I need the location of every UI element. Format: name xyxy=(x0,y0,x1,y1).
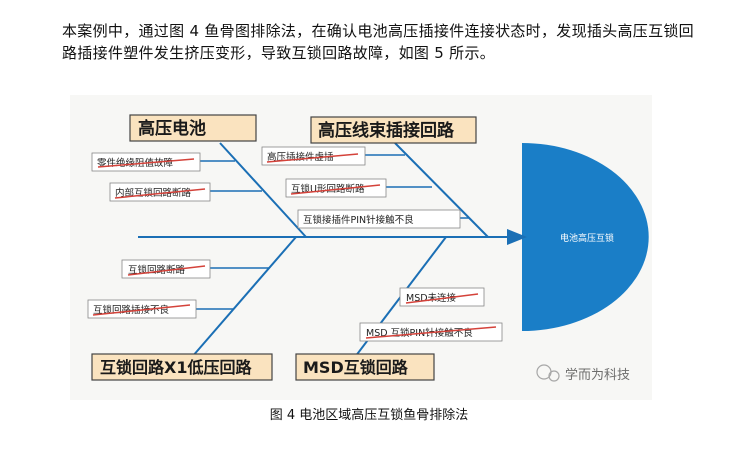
svg-text:高压线束插接回路: 高压线束插接回路 xyxy=(318,120,455,141)
cause-br-1: MSD未连接 xyxy=(399,287,485,307)
body-paragraph: 本案例中，通过图 4 鱼骨图排除法，在确认电池高压插接件连接状态时，发现插头高压… xyxy=(62,22,694,62)
cause-tl-2: 内部互锁回路断路 xyxy=(109,182,211,202)
category-bottom-left: 互锁回路X1低压回路 xyxy=(91,353,273,381)
cause-tr-1: 高压插接件虚插 xyxy=(261,146,366,166)
svg-text:MSD互锁回路: MSD互锁回路 xyxy=(303,358,409,377)
svg-text:学而为科技: 学而为科技 xyxy=(565,367,630,383)
svg-text:互锁回路X1低压回路: 互锁回路X1低压回路 xyxy=(100,358,252,377)
cause-bl-1: 互锁回路断路 xyxy=(121,259,211,279)
category-top-right: 高压线束插接回路 xyxy=(310,116,477,144)
svg-text:互锁接插件PIN针接触不良: 互锁接插件PIN针接触不良 xyxy=(303,214,414,226)
fishbone-diagram: 电池高压互锁 高压电池 高压线束插接回路 xyxy=(87,114,649,383)
bone-top-left xyxy=(219,142,307,238)
category-bottom-right: MSD互锁回路 xyxy=(295,353,435,381)
cause-bl-2: 互锁回路插接不良 xyxy=(87,299,197,319)
fish-head xyxy=(522,143,649,331)
bone-top-right xyxy=(394,142,489,238)
fishbone-figure: 电池高压互锁 高压电池 高压线束插接回路 xyxy=(70,95,652,400)
svg-text:零件绝缘阻值故障: 零件绝缘阻值故障 xyxy=(97,157,174,169)
watermark: 学而为科技 xyxy=(536,364,630,383)
fish-head-label: 电池高压互锁 xyxy=(560,232,614,244)
cause-tr-3: 互锁接插件PIN针接触不良 xyxy=(297,209,461,229)
svg-text:高压电池: 高压电池 xyxy=(138,118,206,139)
cause-tl-1: 零件绝缘阻值故障 xyxy=(91,152,201,172)
bone-bottom-left xyxy=(191,236,297,358)
cause-tr-2: 互锁U形回路断路 xyxy=(285,178,387,198)
category-top-left: 高压电池 xyxy=(129,114,257,142)
cause-br-2: MSD 互锁PIN针接触不良 xyxy=(359,322,503,342)
figure-caption: 图 4 电池区域高压互锁鱼骨排除法 xyxy=(269,408,469,423)
